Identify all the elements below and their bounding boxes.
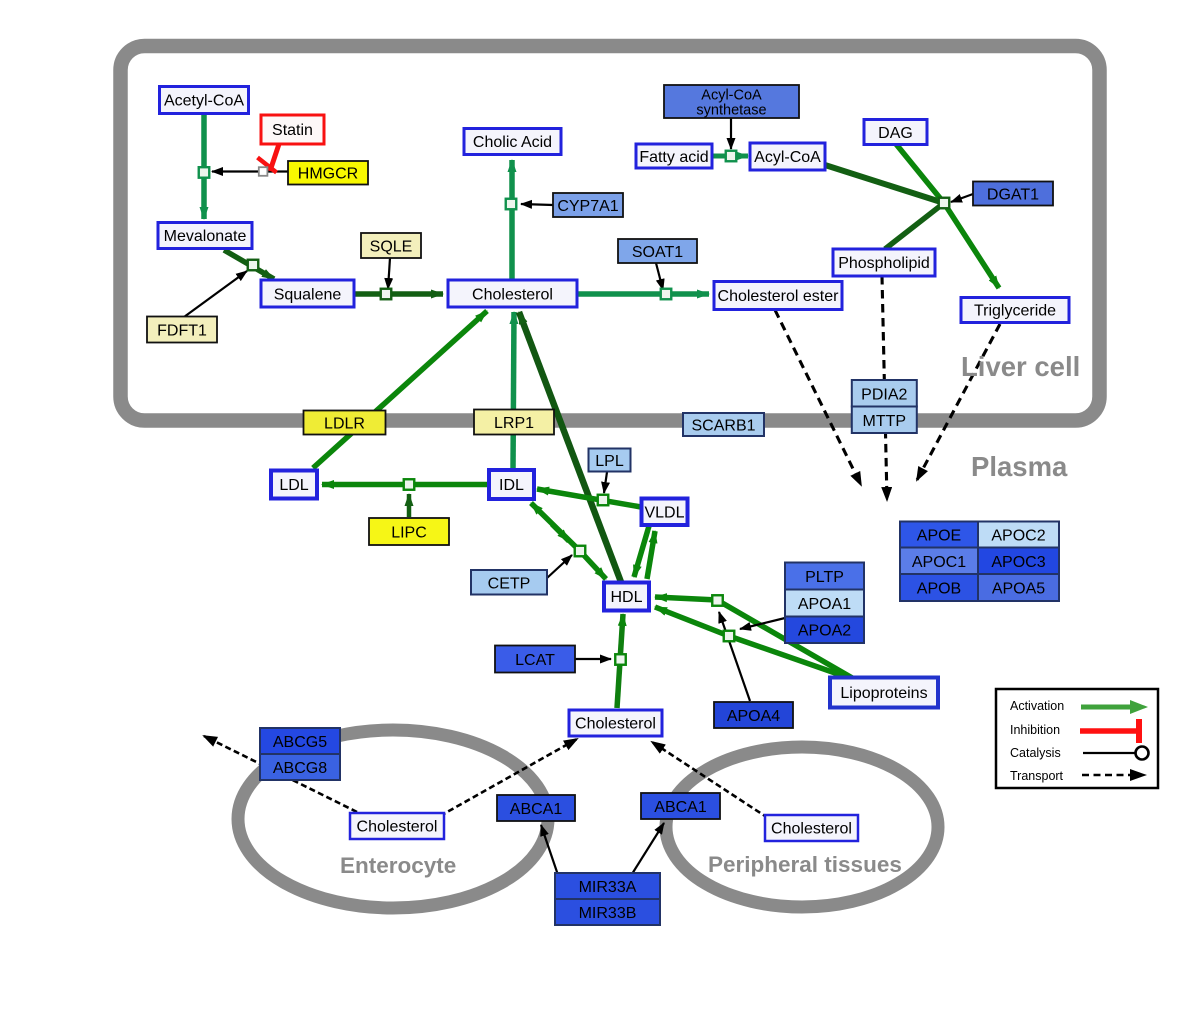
svg-text:Phospholipid: Phospholipid [838,255,930,272]
svg-text:APOA2: APOA2 [798,623,851,640]
svg-text:APOA1: APOA1 [798,596,851,613]
svg-text:Acyl-CoA: Acyl-CoA [701,88,762,104]
svg-text:CYP7A1: CYP7A1 [557,198,618,215]
svg-text:SOAT1: SOAT1 [632,244,683,261]
svg-text:Enterocyte: Enterocyte [340,853,456,878]
svg-text:LPL: LPL [595,453,624,470]
svg-text:Cholic Acid: Cholic Acid [473,134,552,151]
svg-text:LIPC: LIPC [391,525,427,542]
svg-text:HMGCR: HMGCR [298,166,358,183]
svg-text:CETP: CETP [488,576,531,593]
svg-text:Statin: Statin [272,122,313,139]
svg-text:LDL: LDL [279,477,308,494]
svg-text:APOC2: APOC2 [991,528,1045,545]
svg-text:APOB: APOB [917,581,961,598]
svg-text:Inhibition: Inhibition [1010,723,1060,737]
svg-text:Mevalonate: Mevalonate [164,228,247,245]
svg-text:MTTP: MTTP [863,413,907,430]
svg-text:MIR33A: MIR33A [579,879,637,896]
svg-text:VLDL: VLDL [644,505,684,522]
svg-text:PLTP: PLTP [805,569,844,586]
svg-text:APOA4: APOA4 [727,708,780,725]
svg-text:LRP1: LRP1 [494,415,534,432]
svg-text:MIR33B: MIR33B [579,905,637,922]
svg-text:APOA5: APOA5 [992,581,1045,598]
svg-text:DAG: DAG [878,125,913,142]
svg-text:IDL: IDL [499,477,524,494]
svg-text:Cholesterol: Cholesterol [771,821,852,838]
svg-text:FDFT1: FDFT1 [157,323,207,340]
svg-text:ABCG5: ABCG5 [273,734,327,751]
svg-text:Plasma: Plasma [971,451,1068,482]
svg-text:HDL: HDL [610,589,642,606]
svg-text:DGAT1: DGAT1 [987,187,1039,204]
svg-text:Activation: Activation [1010,699,1064,713]
svg-text:Cholesterol: Cholesterol [575,716,656,733]
svg-text:ABCG8: ABCG8 [273,760,327,777]
svg-text:APOC1: APOC1 [912,554,966,571]
svg-text:Lipoproteins: Lipoproteins [840,685,927,702]
svg-text:Triglyceride: Triglyceride [974,303,1056,320]
svg-text:LCAT: LCAT [515,652,555,669]
svg-text:LDLR: LDLR [324,416,365,433]
svg-text:Catalysis: Catalysis [1010,746,1061,760]
svg-text:Fatty acid: Fatty acid [639,149,708,166]
svg-text:synthetase: synthetase [696,103,766,119]
svg-text:Transport: Transport [1010,769,1064,783]
svg-text:Acyl-CoA: Acyl-CoA [754,149,821,166]
svg-text:Cholesterol: Cholesterol [472,287,553,304]
svg-text:Acetyl-CoA: Acetyl-CoA [164,93,244,110]
svg-text:ABCA1: ABCA1 [510,801,563,818]
svg-text:Peripheral tissues: Peripheral tissues [708,852,902,877]
svg-text:APOC3: APOC3 [991,554,1045,571]
svg-text:ABCA1: ABCA1 [654,799,707,816]
svg-text:SQLE: SQLE [370,239,413,256]
svg-text:Cholesterol ester: Cholesterol ester [718,288,840,305]
svg-text:Cholesterol: Cholesterol [357,819,438,836]
svg-text:PDIA2: PDIA2 [861,387,907,404]
svg-text:Squalene: Squalene [274,287,342,304]
svg-text:Liver cell: Liver cell [961,351,1080,382]
svg-text:SCARB1: SCARB1 [691,418,755,435]
svg-text:APOE: APOE [917,528,961,545]
